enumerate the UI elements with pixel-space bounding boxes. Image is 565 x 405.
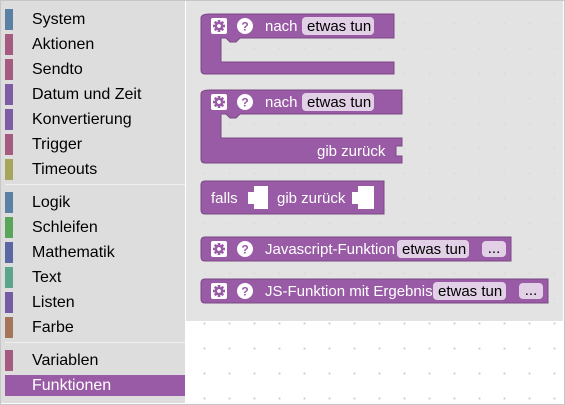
category-label: System (32, 11, 86, 28)
category-system[interactable]: System (5, 9, 185, 30)
category-konvertierung[interactable]: Konvertierung (5, 109, 185, 130)
function-name-field[interactable]: etwas tun (433, 282, 506, 300)
help-icon[interactable] (237, 94, 253, 110)
category-color-swatch (5, 292, 13, 313)
category-color-swatch (5, 350, 13, 371)
block-if-return[interactable]: falls gib zurück (200, 180, 385, 215)
function-name-text: etwas tun (307, 18, 371, 35)
return-label: gib zurück (277, 190, 346, 207)
more-button[interactable]: ... (519, 282, 543, 299)
block-js-function-with-result[interactable]: JS-Funktion mit Ergebnis etwas tun ... (200, 278, 549, 304)
category-farbe[interactable]: Farbe (5, 317, 185, 338)
category-label: Timeouts (32, 161, 98, 178)
return-label: gib zurück (317, 143, 386, 160)
category-color-swatch (5, 159, 13, 180)
block-label: nach (265, 94, 298, 111)
category-color-swatch (5, 217, 13, 238)
function-name-field[interactable]: etwas tun (302, 93, 374, 111)
category-listen[interactable]: Listen (5, 292, 185, 313)
category-aktionen[interactable]: Aktionen (5, 34, 185, 55)
gear-icon[interactable] (211, 94, 227, 110)
category-label: Trigger (32, 136, 83, 153)
category-sendto[interactable]: Sendto (5, 59, 185, 80)
category-label: Schleifen (32, 219, 98, 236)
category-color-swatch (5, 34, 13, 55)
category-color-swatch (5, 317, 13, 338)
category-label: Mathematik (32, 244, 115, 261)
block-procedure-definition[interactable]: nach etwas tun (200, 13, 395, 75)
category-color-swatch (5, 242, 13, 263)
category-timeouts[interactable]: Timeouts (5, 159, 185, 180)
category-label: Konvertierung (32, 111, 132, 128)
function-name-text: etwas tun (438, 283, 502, 300)
function-name-text: etwas tun (307, 94, 371, 111)
category-color-swatch (5, 134, 13, 155)
category-schleifen[interactable]: Schleifen (5, 217, 185, 238)
help-icon[interactable] (237, 241, 253, 257)
category-color-swatch (5, 9, 13, 30)
block-javascript-function[interactable]: Javascript-Funktion etwas tun ... (200, 236, 512, 262)
category-label: Funktionen (32, 377, 112, 394)
gear-icon[interactable] (211, 283, 227, 299)
toolbox-separator (5, 184, 185, 185)
block-procedure-with-return[interactable]: nach etwas tun gib zurück (200, 89, 403, 164)
help-icon[interactable] (237, 283, 253, 299)
category-label: Sendto (32, 61, 83, 78)
block-label: nach (265, 18, 298, 35)
block-label: JS-Funktion mit Ergebnis (265, 283, 433, 300)
category-label: Listen (32, 294, 75, 311)
category-label: Farbe (32, 319, 74, 336)
category-funktionen[interactable]: Funktionen (5, 375, 185, 396)
category-color-swatch (5, 267, 13, 288)
function-name-text: etwas tun (402, 241, 466, 258)
function-name-field[interactable]: etwas tun (397, 240, 469, 258)
category-label: Text (32, 269, 62, 286)
category-mathematik[interactable]: Mathematik (5, 242, 185, 263)
toolbox: System Aktionen Sendto Datum und Zeit Ko… (1, 1, 185, 403)
category-color-swatch (5, 192, 13, 213)
category-color-swatch (5, 84, 13, 105)
gear-icon[interactable] (211, 18, 227, 34)
category-text[interactable]: Text (5, 267, 185, 288)
category-variablen[interactable]: Variablen (5, 350, 185, 371)
help-icon[interactable] (237, 18, 253, 34)
category-logik[interactable]: Logik (5, 192, 185, 213)
category-label: Variablen (32, 352, 99, 369)
category-color-swatch (5, 59, 13, 80)
gear-icon[interactable] (211, 241, 227, 257)
category-label: Datum und Zeit (32, 86, 142, 103)
toolbox-separator (5, 342, 185, 343)
function-name-field[interactable]: etwas tun (302, 17, 374, 35)
if-label: falls (211, 190, 238, 207)
category-color-swatch (5, 109, 13, 130)
block-label: Javascript-Funktion (265, 241, 395, 258)
category-label: Logik (32, 194, 71, 211)
category-datum-und-zeit[interactable]: Datum und Zeit (5, 84, 185, 105)
category-trigger[interactable]: Trigger (5, 134, 185, 155)
category-color-swatch (5, 375, 13, 396)
more-text: ... (488, 240, 501, 257)
more-button[interactable]: ... (482, 240, 506, 257)
more-text: ... (525, 282, 538, 299)
category-label: Aktionen (32, 36, 95, 53)
